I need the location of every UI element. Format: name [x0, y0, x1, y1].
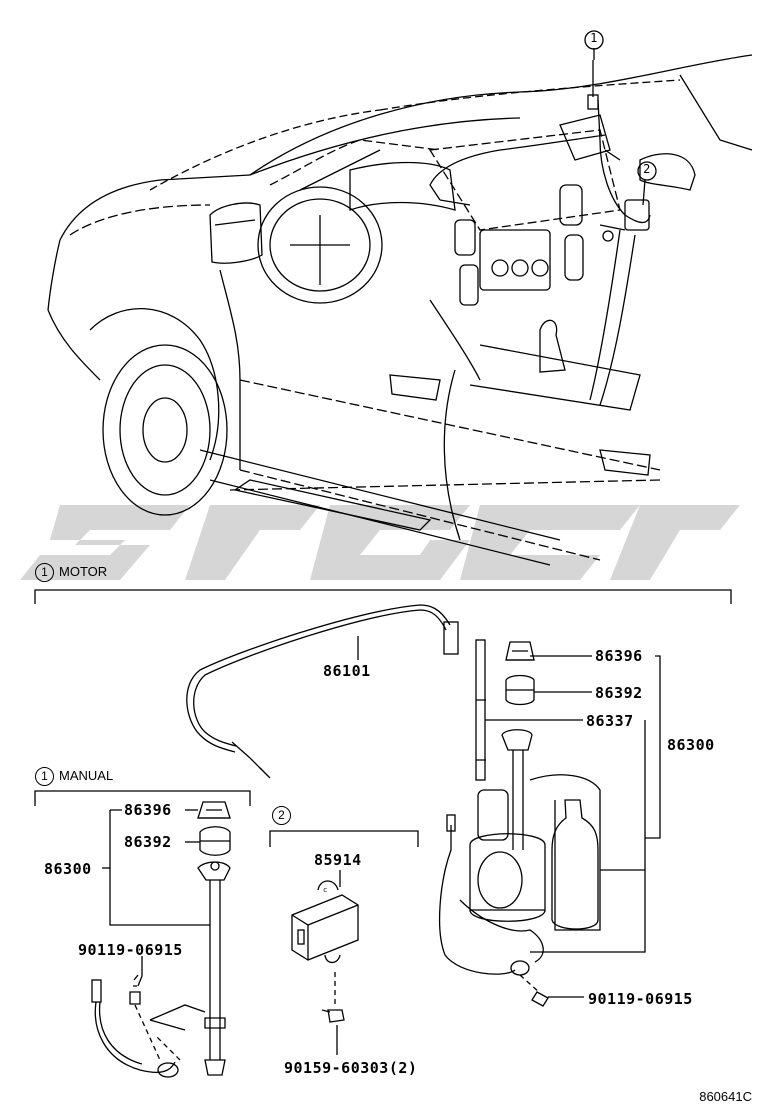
part-label-86337[interactable]: 86337 [586, 712, 634, 730]
manual-section-drawing [34, 790, 251, 1078]
section-unit2-header: 2 [272, 806, 296, 825]
section-marker-icon: 2 [272, 806, 291, 825]
section-manual-header: 1 MANUAL [35, 767, 113, 786]
callout-number-1: 1 [590, 31, 598, 45]
section-marker-icon: 1 [35, 767, 54, 786]
section-motor-title: MOTOR [59, 563, 108, 579]
section-motor-header: 1 MOTOR [35, 563, 107, 582]
callout-circle-2 [637, 161, 657, 181]
part-label-85914[interactable]: 85914 [314, 851, 362, 869]
watermark-logo [20, 505, 740, 580]
callout-circle-1 [584, 30, 604, 50]
part-label-86396-motor[interactable]: 86396 [595, 647, 643, 665]
motor-section-drawing [34, 589, 732, 1007]
part-label-86300-motor[interactable]: 86300 [667, 736, 715, 754]
part-label-90159[interactable]: 90159-60303(2) [284, 1059, 418, 1077]
section-manual-title: MANUAL [59, 767, 114, 783]
part-label-86392-manual[interactable]: 86392 [124, 833, 172, 851]
part-label-86101[interactable]: 86101 [323, 662, 371, 680]
part-label-86396-manual[interactable]: 86396 [124, 801, 172, 819]
diagram-code: 860641C [699, 1089, 752, 1104]
part-label-86300-manual[interactable]: 86300 [44, 860, 92, 878]
unit2-section-drawing: c [269, 830, 419, 1055]
vehicle-interior-drawing [47, 54, 753, 566]
section-marker-icon: 1 [35, 563, 54, 582]
part-label-90119-motor[interactable]: 90119-06915 [588, 990, 693, 1008]
svg-text:c: c [323, 886, 327, 894]
part-label-86392-motor[interactable]: 86392 [595, 684, 643, 702]
callout-number-2: 2 [643, 162, 651, 176]
part-label-90119-manual[interactable]: 90119-06915 [78, 941, 183, 959]
